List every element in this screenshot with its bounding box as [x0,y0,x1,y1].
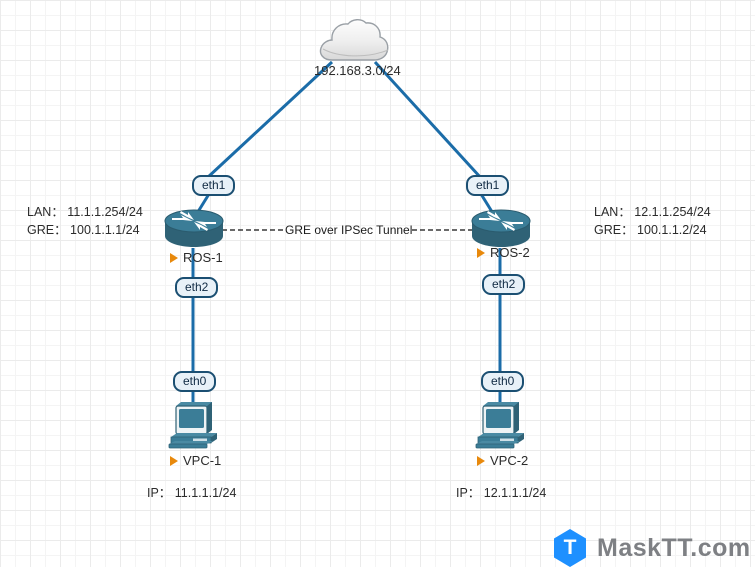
tunnel-label: GRE over IPSec Tunnel [285,223,413,237]
annotation-vpc1-ip: IP： 11.1.1.1/24 [147,486,237,500]
cloud-icon [319,19,389,61]
router-icon [471,209,531,247]
watermark: T MaskTT.com [553,529,751,567]
annotation-ros2-lan: LAN： 12.1.1.254/24 [594,205,711,219]
host-vpc2[interactable] [474,400,528,455]
expand-triangle-icon [170,455,178,466]
device-name-ros2: ROS-2 [490,245,530,260]
expand-triangle-icon [477,247,485,258]
desktop-computer-icon [168,402,217,449]
link-cloud-ros2 [373,60,483,180]
device-label-vpc1[interactable]: VPC-1 [170,453,221,468]
annotation-vpc2-ip: IP： 12.1.1.1/24 [456,486,547,500]
host-vpc1[interactable] [167,400,221,455]
port-vpc1-eth0[interactable]: eth0 [173,371,217,392]
device-label-vpc2[interactable]: VPC-2 [477,453,528,468]
watermark-text: MaskTT.com [597,533,751,562]
device-label-ros2[interactable]: ROS-2 [477,245,530,260]
device-name-vpc1: VPC-1 [183,453,222,468]
port-ros2-eth1[interactable]: eth1 [466,175,510,196]
router-ros1[interactable] [164,209,224,254]
cloud-label: 192.168.3.0/24 [314,63,401,78]
device-name-ros1: ROS-1 [183,250,223,265]
link-cloud-ros1 [205,60,334,180]
device-name-vpc2: VPC-2 [490,453,529,468]
annotation-ros1-lan: LAN： 11.1.1.254/24 [27,205,143,219]
cloud-node[interactable] [318,18,390,69]
device-label-ros1[interactable]: ROS-1 [170,250,223,265]
router-icon [164,209,224,247]
watermark-mark: T [563,536,577,559]
annotation-ros2-gre: GRE： 100.1.1.2/24 [594,223,707,237]
expand-triangle-icon [170,252,178,263]
desktop-computer-icon [475,402,524,449]
expand-triangle-icon [477,455,485,466]
annotation-ros1-gre: GRE： 100.1.1.1/24 [27,223,140,237]
port-ros1-eth2[interactable]: eth2 [175,277,219,298]
port-vpc2-eth0[interactable]: eth0 [481,371,525,392]
masktt-logo-icon: T [553,529,587,567]
router-ros2[interactable] [471,209,531,254]
port-ros2-eth2[interactable]: eth2 [482,274,526,295]
port-ros1-eth1[interactable]: eth1 [192,175,236,196]
